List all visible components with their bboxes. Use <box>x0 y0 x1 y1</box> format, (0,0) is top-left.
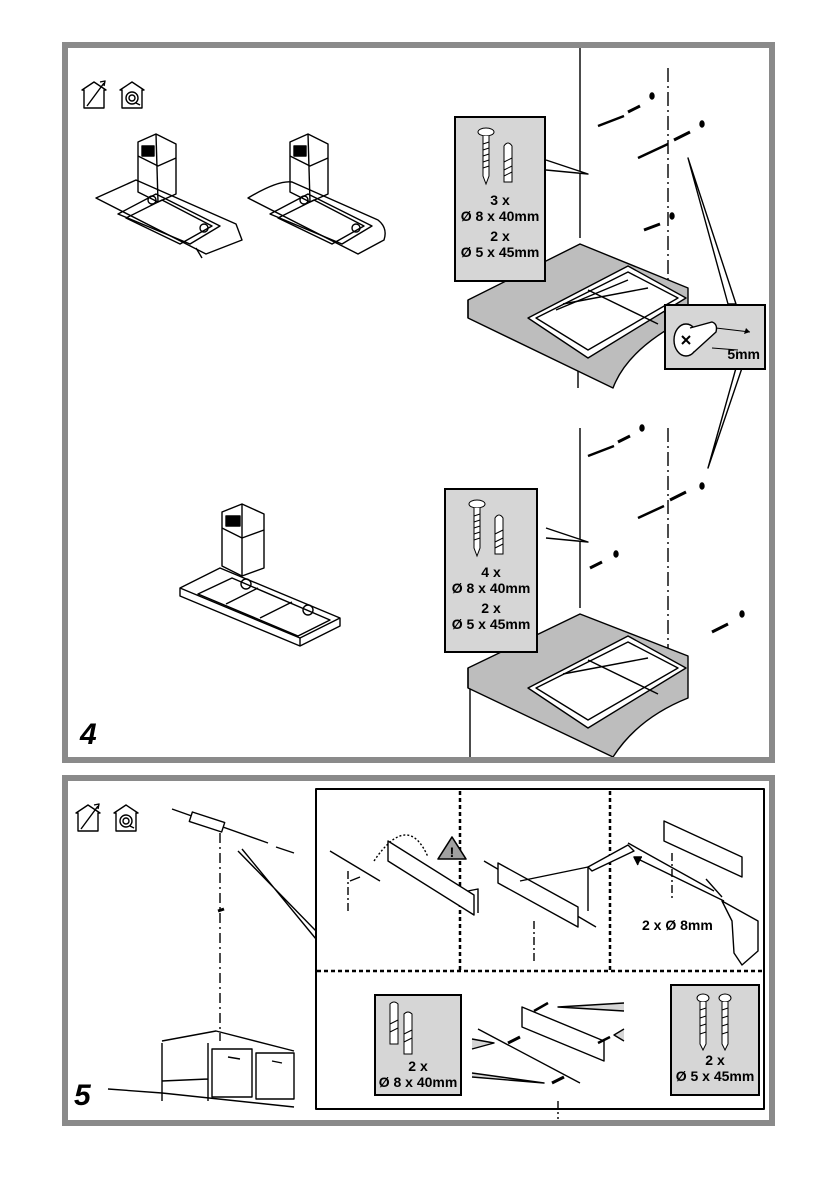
screw-icon <box>696 993 732 1052</box>
screws-callout: 2 x Ø 5 x 45mm <box>670 984 760 1096</box>
spec-label: Ø 5 x 45mm <box>675 1068 755 1084</box>
drilling-step <box>627 820 759 966</box>
recirculation-icon <box>113 804 139 832</box>
ducted-extraction-icon <box>75 803 101 832</box>
warning-exclamation: ! <box>450 844 455 860</box>
step-number: 4 <box>80 718 97 751</box>
gas-hob-bottom <box>527 635 687 729</box>
wall-plug-icon <box>389 1001 413 1055</box>
qty-label: 2 x <box>481 600 501 616</box>
screw-head-detail-icon <box>673 321 751 357</box>
qty-label: 2 x <box>705 1052 725 1068</box>
gas-hob-top <box>527 265 687 359</box>
screw-protrusion-label: 5mm <box>727 346 760 362</box>
spec-label: Ø 5 x 45mm <box>460 244 540 260</box>
step-5-panel: ! 2 x Ø 8mm 2 x Ø 8 x 40mm 2 x Ø 5 x 45m… <box>62 775 775 1126</box>
qty-label: 2 x <box>408 1058 428 1074</box>
wall-plugs-callout: 2 x Ø 8 x 40mm <box>374 994 462 1096</box>
screw-and-wall-plug-icon <box>477 127 513 186</box>
bracket-fixing-step <box>471 1001 625 1119</box>
cooker-hood-box <box>179 503 341 647</box>
kitchen-cabinets <box>107 1030 295 1108</box>
recirculation-icon <box>119 81 145 109</box>
qty-label: 4 x <box>481 564 501 580</box>
bracket-positioning-step <box>329 834 479 916</box>
spec-label: Ø 8 x 40mm <box>451 580 531 596</box>
screw-detail-callout: 5mm <box>664 304 766 370</box>
screw-and-wall-plug-icon <box>468 499 504 558</box>
drill-hole-label: 2 x Ø 8mm <box>642 917 713 933</box>
spec-label: Ø 8 x 40mm <box>460 208 540 224</box>
bracket-marking-step <box>483 844 635 961</box>
qty-label: 3 x <box>490 192 510 208</box>
spec-label: Ø 8 x 40mm <box>378 1074 458 1090</box>
cooker-hood-glass-1 <box>95 133 243 259</box>
step-number: 5 <box>74 1079 91 1112</box>
ducted-extraction-icon <box>81 80 107 109</box>
qty-label: 2 x <box>490 228 510 244</box>
step-4-illustration <box>81 48 745 757</box>
warning-triangle-icon <box>437 836 467 860</box>
cooker-hood-glass-2 <box>247 133 386 255</box>
spec-label: Ø 5 x 45mm <box>451 616 531 632</box>
